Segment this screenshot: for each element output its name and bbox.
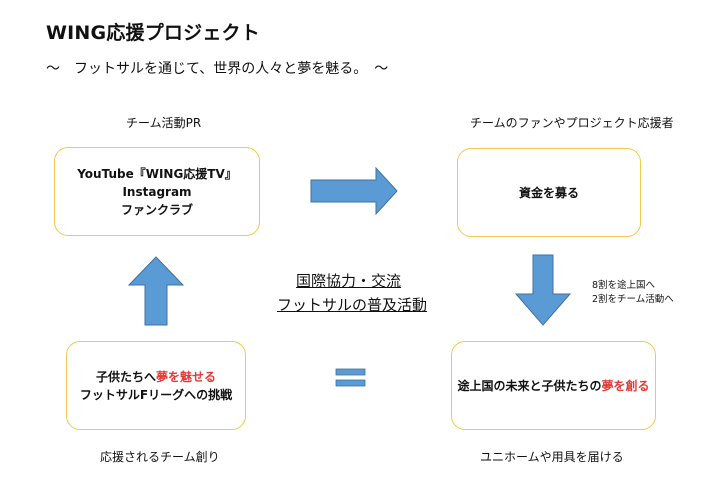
box-raise-funds: 資金を募る xyxy=(457,148,641,237)
page-subtitle: ～ フットサルを通じて、世界の人々と夢を魅る。 ～ xyxy=(46,61,389,77)
box-developing-future-prefix: 途上国の未来と子供たちの xyxy=(457,378,602,393)
box-children-dreams-highlight: 夢を魅せる xyxy=(156,369,217,384)
label-fans-supporters: チームのファンやプロジェクト応援者 xyxy=(470,116,674,130)
arrow-down xyxy=(514,254,572,326)
equals-sign-bottom xyxy=(335,379,366,387)
box-team-pr: YouTube『WING応援TV』 Instagram ファンクラブ xyxy=(54,147,260,236)
box-raise-funds-text: 資金を募る xyxy=(518,185,579,200)
page-title: WING応援プロジェクト xyxy=(46,22,260,44)
equals-sign-top xyxy=(335,368,366,376)
allocation-note-line2: 2割をチーム活動へ xyxy=(592,294,674,305)
allocation-note-line1: 8割を途上国へ xyxy=(592,280,656,291)
center-text-line2: フットサルの普及活動 xyxy=(277,296,428,314)
box-team-pr-line2: Instagram xyxy=(122,184,192,199)
box-children-dreams-line2: フットサルFリーグへの挑戦 xyxy=(79,387,233,402)
box-developing-future: 途上国の未来と子供たちの夢を創る xyxy=(451,341,656,430)
box-children-dreams: 子供たちへ夢を魅せる フットサルFリーグへの挑戦 xyxy=(66,341,246,430)
allocation-note: 8割を途上国へ 2割をチーム活動へ xyxy=(592,279,674,307)
arrow-right xyxy=(310,166,398,216)
label-supported-team: 応援されるチーム創り xyxy=(100,450,220,464)
label-team-activity-pr: チーム活動PR xyxy=(126,116,202,130)
box-developing-future-highlight: 夢を創る xyxy=(601,378,650,393)
box-children-dreams-line1: 子供たちへ夢を魅せる xyxy=(96,368,216,386)
box-team-pr-line3: ファンクラブ xyxy=(120,202,193,217)
box-children-dreams-prefix: 子供たちへ xyxy=(95,369,156,384)
center-text-line1: 国際協力・交流 xyxy=(296,272,402,290)
box-developing-future-line: 途上国の未来と子供たちの夢を創る xyxy=(457,377,649,395)
box-team-pr-line1: YouTube『WING応援TV』 xyxy=(77,166,237,181)
label-deliver-uniforms: ユニホームや用具を届ける xyxy=(480,450,624,464)
arrow-up xyxy=(127,256,185,326)
